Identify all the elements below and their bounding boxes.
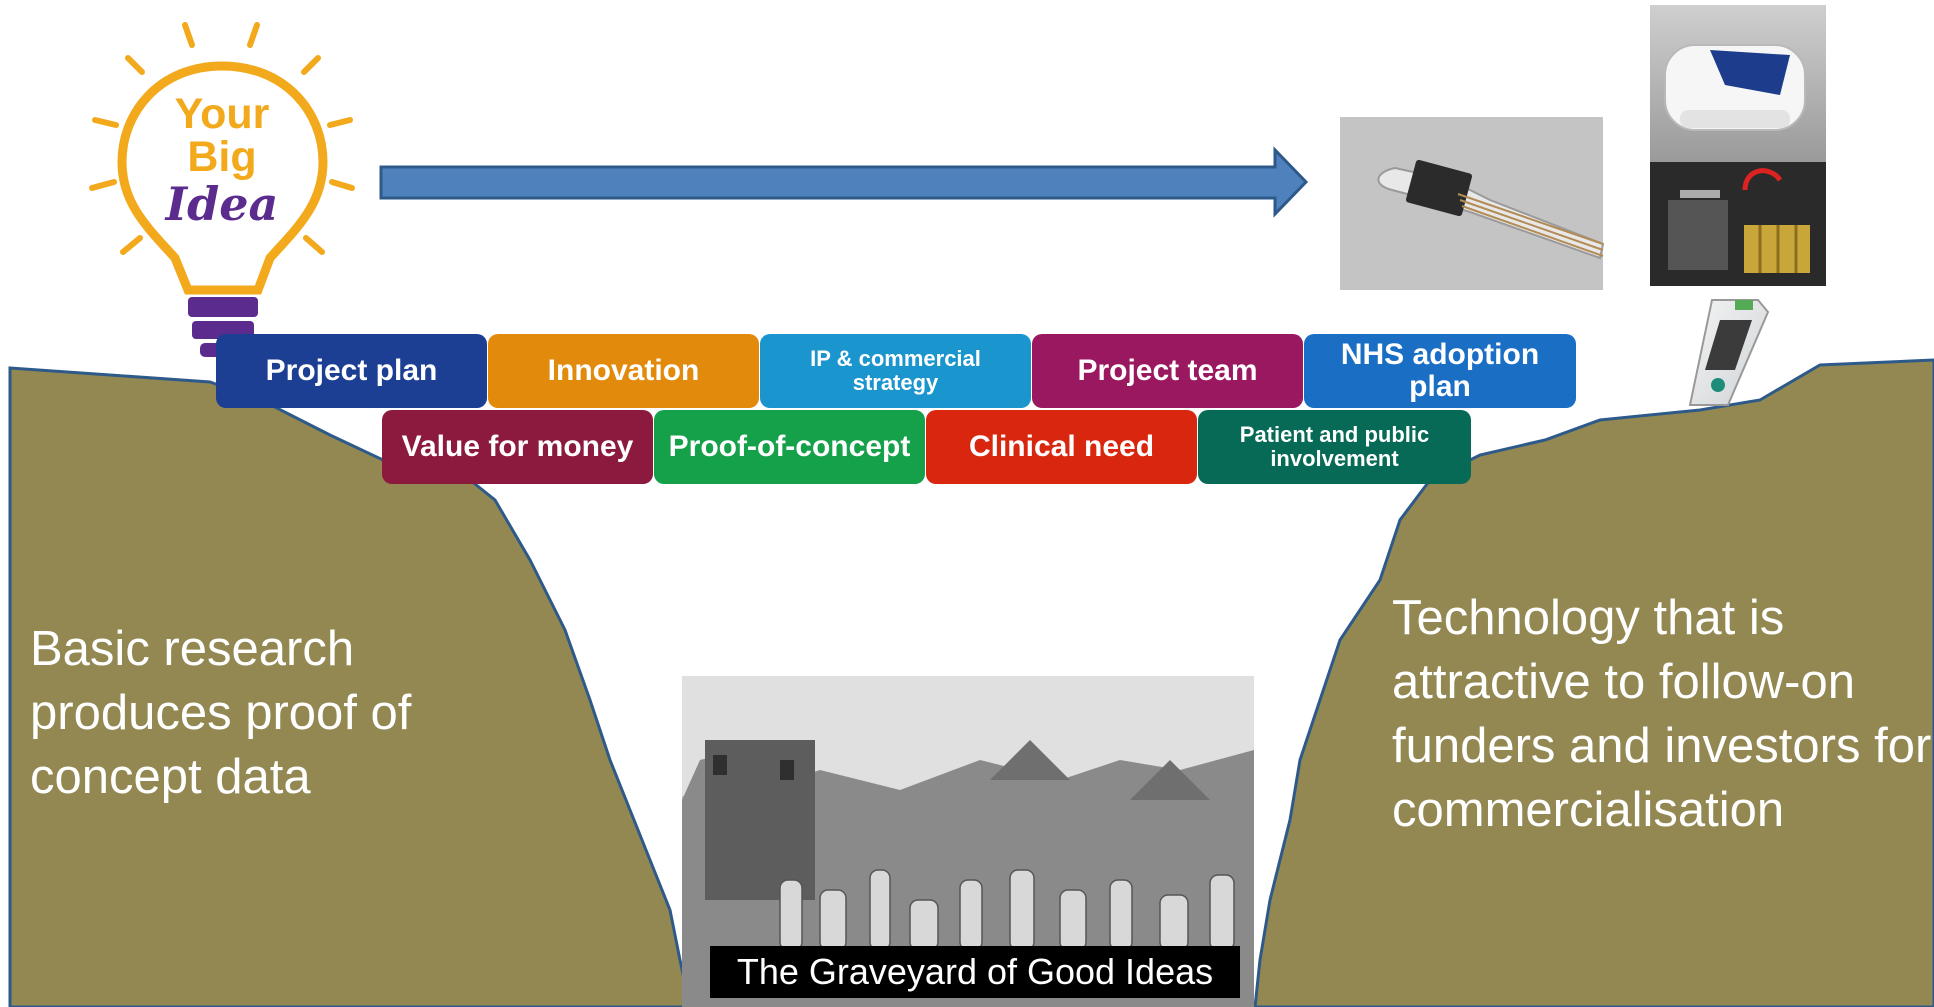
handheld-meter-image bbox=[1688, 299, 1770, 406]
block-ip-commercial-strategy: IP & commercial strategy bbox=[760, 334, 1031, 408]
lightbulb-icon: Your Big Idea bbox=[89, 22, 355, 357]
diagnostic-device-image bbox=[1650, 5, 1826, 162]
sensor-probe-image bbox=[1340, 117, 1605, 290]
block-proof-of-concept: Proof-of-concept bbox=[654, 410, 925, 484]
logo-word-big: Big bbox=[187, 133, 256, 181]
block-clinical-need: Clinical need bbox=[926, 410, 1197, 484]
left-description: Basic research produces proof of concept… bbox=[30, 622, 412, 804]
right-cliff bbox=[1253, 358, 1934, 1007]
right-description: Technology that is attractive to follow-… bbox=[1392, 591, 1932, 837]
left-cliff bbox=[8, 366, 692, 1007]
graveyard-caption: The Graveyard of Good Ideas bbox=[710, 946, 1240, 998]
block-project-team: Project team bbox=[1032, 334, 1303, 408]
circuit-board-image bbox=[1650, 162, 1826, 286]
progress-arrow bbox=[379, 146, 1309, 218]
logo-word-your: Your bbox=[175, 90, 270, 138]
block-innovation: Innovation bbox=[488, 334, 759, 408]
block-nhs-adoption-plan: NHS adoption plan bbox=[1304, 334, 1576, 408]
logo-word-idea: Idea bbox=[164, 177, 279, 231]
block-value-for-money: Value for money bbox=[382, 410, 653, 484]
block-project-plan: Project plan bbox=[216, 334, 487, 408]
block-patient-public-involvement: Patient and public involvement bbox=[1198, 410, 1471, 484]
